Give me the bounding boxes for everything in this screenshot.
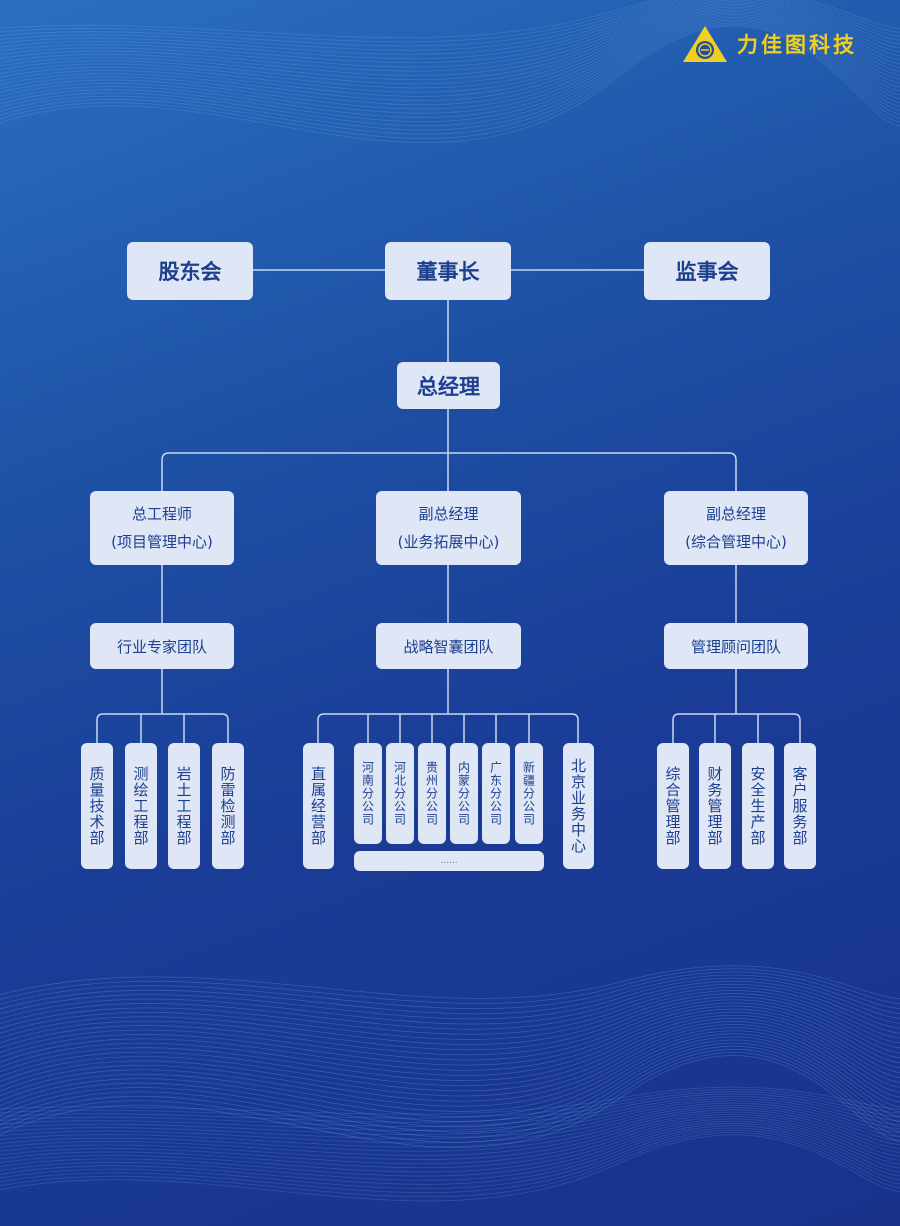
- vp-business-box: 副总经理 (业务拓展中心): [376, 491, 521, 565]
- vp-admin-title: 副总经理: [705, 505, 766, 523]
- shareholders-box: 股东会: [127, 242, 253, 300]
- department-box: 安全生产部: [742, 743, 774, 869]
- advisor-team-box: 管理顾问团队: [664, 623, 808, 669]
- company-name: 力佳图科技: [737, 32, 857, 57]
- direct-sales-box: 直属经营部: [303, 743, 334, 869]
- chief-engineer-subtitle: (项目管理中心): [111, 533, 213, 551]
- subsidiary-box: 广东分公司: [482, 743, 510, 844]
- subsidiary-box: 河南分公司: [354, 743, 382, 844]
- chief-engineer-title: 总工程师: [131, 505, 192, 523]
- department-box: 客户服务部: [784, 743, 816, 869]
- department-box: 质量技术部: [81, 743, 113, 869]
- beijing-center-box: 北京业务中心: [563, 743, 594, 869]
- expert-team-box: 行业专家团队: [90, 623, 234, 669]
- department-box: 岩土工程部: [168, 743, 200, 869]
- vp-business-title: 副总经理: [418, 505, 479, 523]
- vp-business-subtitle: (业务拓展中心): [397, 533, 500, 551]
- department-box: 测绘工程部: [125, 743, 157, 869]
- triangle-compass-logo-icon: [683, 26, 727, 62]
- chief-engineer-box: 总工程师 (项目管理中心): [90, 491, 234, 565]
- more-subsidiaries-box: ......: [354, 851, 544, 871]
- strategy-team-box: 战略智囊团队: [376, 623, 521, 669]
- subsidiary-box: 河北分公司: [386, 743, 414, 844]
- supervisors-box: 监事会: [644, 242, 770, 300]
- vp-admin-subtitle: (综合管理中心): [685, 533, 787, 551]
- subsidiary-box: 贵州分公司: [418, 743, 446, 844]
- department-box: 财务管理部: [699, 743, 731, 869]
- chairman-box: 董事长: [385, 242, 511, 300]
- company-logo: 力佳图科技: [681, 24, 857, 64]
- department-box: 防雷检测部: [212, 743, 244, 869]
- department-box: 综合管理部: [657, 743, 689, 869]
- subsidiary-box: 内蒙分公司: [450, 743, 478, 844]
- vp-admin-box: 副总经理 (综合管理中心): [664, 491, 808, 565]
- general-manager-box: 总经理: [397, 362, 500, 409]
- subsidiary-box: 新疆分公司: [515, 743, 543, 844]
